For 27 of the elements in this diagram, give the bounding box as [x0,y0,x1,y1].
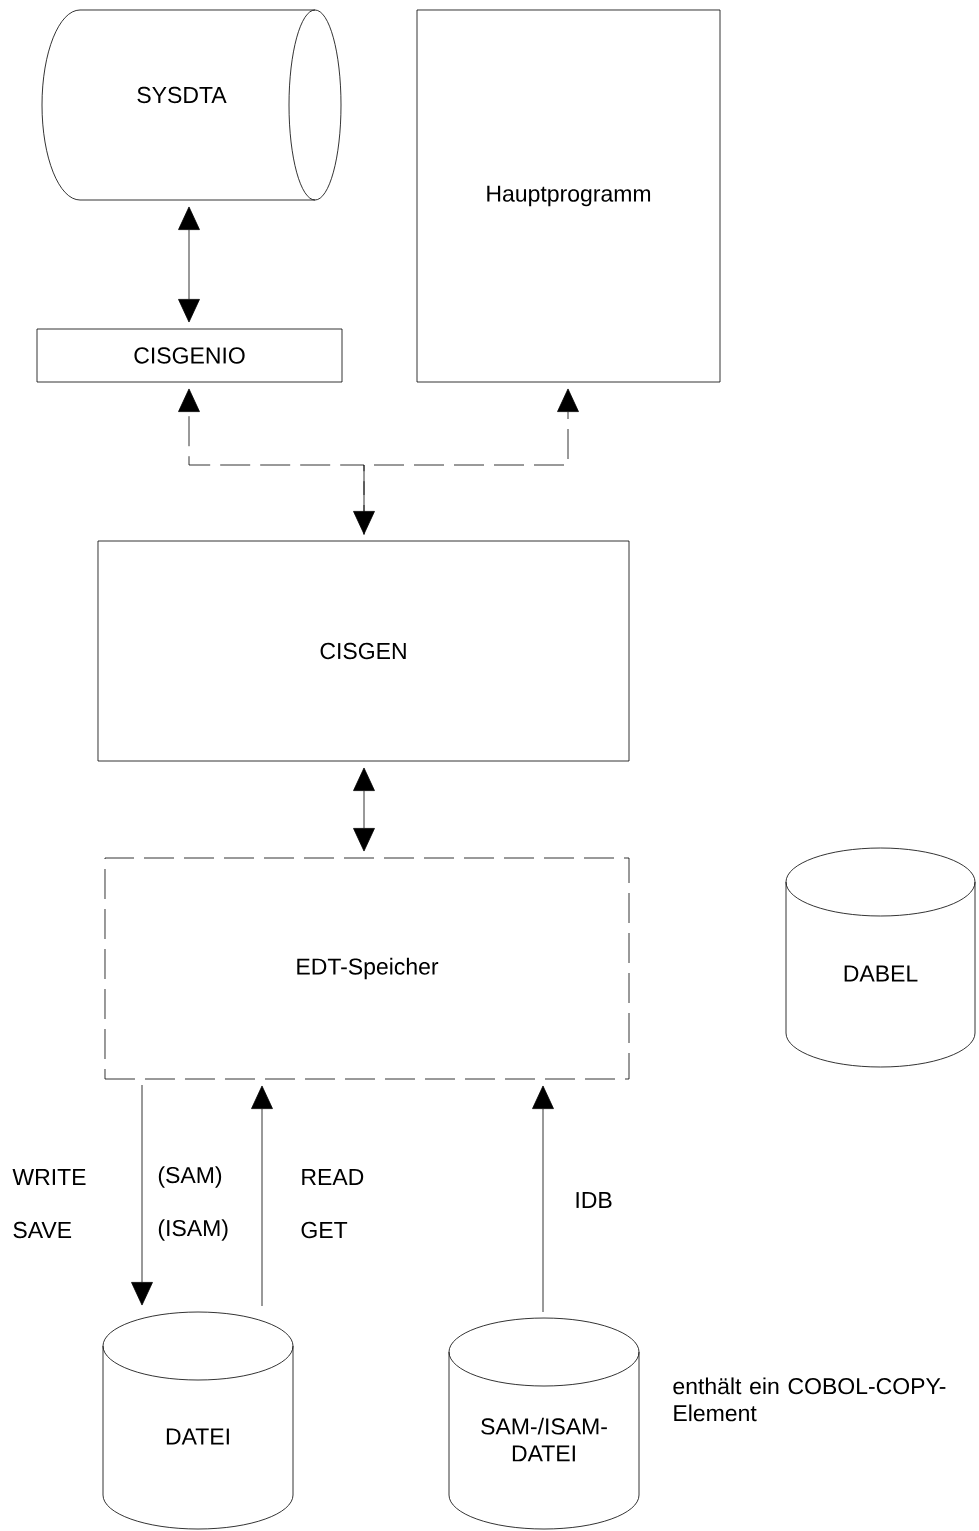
node-label: SYSDTA [137,86,227,104]
arrow [131,1084,153,1306]
node-label: SAM-/ISAM- DATEI [481,1417,607,1462]
note-text: enthält ein COBOL-COPY-Element [673,1377,946,1422]
operation-label: SAVE [13,1221,72,1239]
storage-cylinder: SYSDTA [41,9,342,201]
arrow [178,388,375,535]
database-cylinder: SAM-/ISAM- DATEI [448,1317,640,1530]
database-cylinder: DATEI [102,1311,294,1530]
arrow [353,767,375,852]
operation-label: WRITE [12,1169,86,1185]
operation-label: GET [301,1221,348,1239]
node-label: DABEL [844,965,918,982]
operation-label: READ [302,1169,364,1185]
edge-label: IDB [573,1191,614,1209]
arrow [178,206,200,323]
memory-box: EDT-Speicher [104,857,630,1080]
process-box: CISGEN [97,540,630,762]
process-box: Hauptprogramm [416,9,721,383]
operation-label: (SAM) [158,1166,222,1188]
arrow [363,388,579,536]
arrow [532,1085,554,1313]
database-cylinder: DABEL [785,847,976,1068]
node-label: DATEI [166,1428,229,1445]
process-box: CISGENIO [36,328,343,383]
arrow [251,1085,273,1307]
operation-label: (ISAM) [158,1219,228,1241]
